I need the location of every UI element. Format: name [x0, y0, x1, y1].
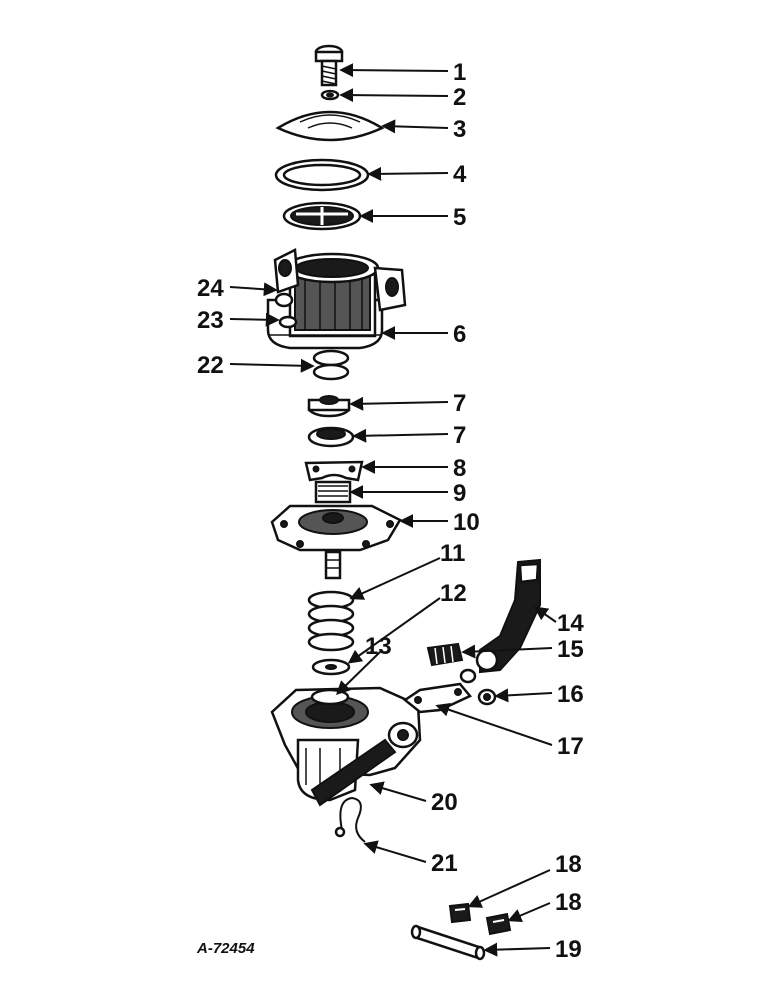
- leader-23: [229, 312, 280, 327]
- leader-11: [349, 557, 441, 600]
- callout-3: 3: [453, 116, 466, 143]
- leader-3: [381, 119, 449, 134]
- callout-13: 13: [365, 633, 392, 660]
- leader-15: [461, 644, 553, 659]
- part-valve-upper: [307, 395, 351, 418]
- part-retainer-clip-1: [448, 902, 472, 924]
- part-valve-lower: [307, 426, 355, 448]
- part-rocker-shaft: [410, 924, 486, 961]
- part-retainer-clip-2: [485, 912, 512, 936]
- callout-9: 9: [453, 480, 466, 507]
- callout-20: 20: [431, 789, 458, 816]
- callout-7a: 7: [453, 390, 466, 417]
- leader-lines: [229, 63, 557, 957]
- leader-13: [335, 651, 381, 695]
- callout-1: 1: [453, 59, 466, 86]
- leader-19: [483, 942, 551, 957]
- callout-labels: 1 2 3 4 5 24 23 6 22 7 7 8 9 10 11 12 13…: [197, 59, 584, 963]
- leader-16: [494, 688, 553, 703]
- part-cover: [275, 110, 385, 142]
- callout-17: 17: [557, 733, 584, 760]
- leader-17: [435, 703, 553, 746]
- part-upper-body: [266, 248, 407, 350]
- callout-18a: 18: [555, 851, 582, 878]
- callout-8: 8: [453, 455, 466, 482]
- callout-10: 10: [453, 509, 480, 536]
- leader-21: [363, 840, 427, 863]
- leader-18a: [467, 869, 551, 908]
- leader-7b: [352, 428, 449, 443]
- callout-24: 24: [197, 275, 224, 302]
- leader-7a: [349, 396, 449, 411]
- part-rocker-arm: [475, 558, 541, 674]
- leader-20: [369, 781, 427, 802]
- leader-22: [229, 358, 315, 373]
- leader-2: [339, 88, 449, 103]
- callout-2: 2: [453, 84, 466, 111]
- part-screen: [282, 201, 362, 231]
- part-diaphragm: [270, 504, 402, 580]
- leader-1: [339, 63, 449, 78]
- leader-18b: [507, 902, 551, 923]
- part-washer: [320, 89, 340, 101]
- part-spring: [307, 590, 355, 652]
- callout-4: 4: [453, 161, 467, 188]
- callout-14: 14: [557, 610, 584, 637]
- part-rocker-pin: [426, 642, 464, 667]
- leader-4: [367, 166, 449, 181]
- callout-15: 15: [557, 636, 584, 663]
- part-gasket: [274, 158, 370, 192]
- reference-number: A-72454: [196, 940, 255, 957]
- part-valve-gaskets: [312, 349, 350, 381]
- part-retainer: [304, 460, 364, 482]
- leader-24: [229, 282, 278, 297]
- callout-19: 19: [555, 936, 582, 963]
- callout-11: 11: [440, 540, 465, 567]
- part-link-plate: [402, 682, 472, 714]
- leader-14: [533, 606, 557, 623]
- part-lower-body: [270, 686, 422, 807]
- callout-22: 22: [197, 352, 224, 379]
- part-link: [314, 480, 352, 504]
- callout-6: 6: [453, 321, 466, 348]
- callout-5: 5: [453, 204, 466, 231]
- part-seal-washer: [311, 658, 351, 676]
- callout-18b: 18: [555, 889, 582, 916]
- callout-16: 16: [557, 681, 584, 708]
- part-screw: [314, 44, 344, 87]
- part-spring-clip: [334, 796, 366, 843]
- leader-12: [347, 597, 441, 664]
- callout-23: 23: [197, 307, 224, 334]
- callout-21: 21: [431, 850, 458, 877]
- callout-7b: 7: [453, 422, 466, 449]
- callout-12: 12: [440, 580, 467, 607]
